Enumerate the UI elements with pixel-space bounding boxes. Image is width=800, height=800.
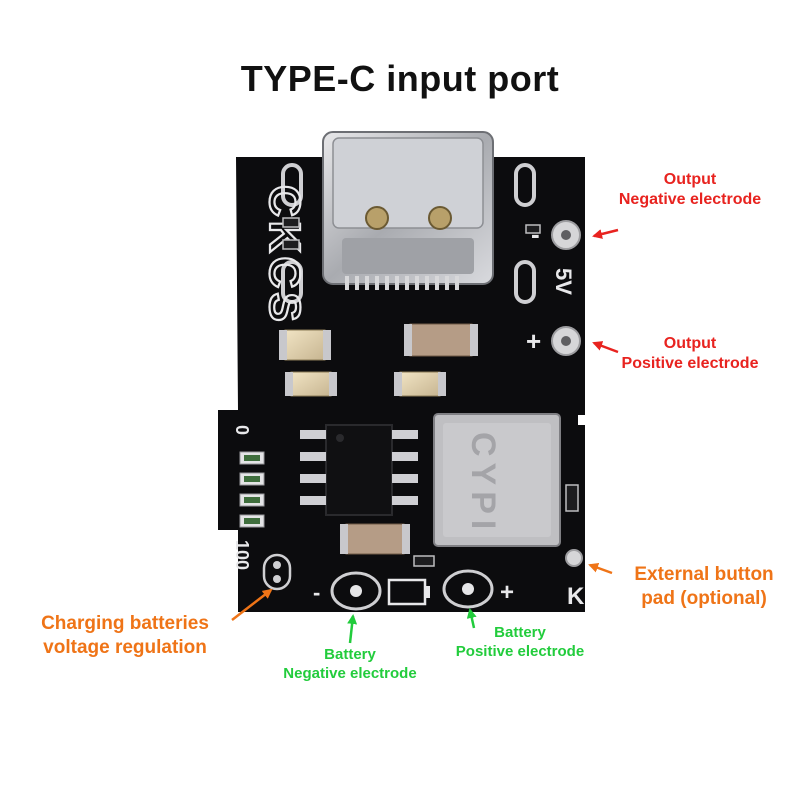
arrow-charging xyxy=(231,588,273,621)
silk-zero: 0 xyxy=(232,425,252,435)
battery-icon xyxy=(387,578,430,606)
arrow-battery-negative xyxy=(347,614,358,644)
battery-positive-pad xyxy=(442,569,494,609)
label-output-positive-line1: Output xyxy=(663,335,717,352)
button-pad xyxy=(565,549,583,567)
arrow-output-positive xyxy=(592,341,619,354)
capacitor xyxy=(279,329,331,361)
battery-negative-pad xyxy=(330,571,382,611)
label-battery-positive-line2: Positive electrode xyxy=(455,642,585,660)
small-resistors xyxy=(282,217,541,250)
usb-pins xyxy=(345,276,459,290)
arrow-output-negative xyxy=(592,228,619,239)
label-charging: Charging batteries voltage regulation xyxy=(10,612,240,660)
silk-minus-output: - xyxy=(531,219,540,249)
arrow-battery-positive xyxy=(466,608,477,629)
label-charging-line2: voltage regulation xyxy=(43,636,207,658)
label-charging-line1: Charging batteries xyxy=(41,613,209,634)
capacitor xyxy=(404,323,478,357)
page-title: TYPE-C input port xyxy=(240,58,560,99)
output-negative-pad xyxy=(551,220,581,250)
label-output-negative-line2: Negative electrode xyxy=(618,191,762,208)
label-output-positive-line2: Positive electrode xyxy=(621,355,759,372)
silk-plus-battery: + xyxy=(500,579,514,606)
label-external-button-line1: External button xyxy=(634,564,774,585)
label-output-negative-line1: Output xyxy=(663,171,717,188)
capacitor xyxy=(340,523,410,555)
label-output-positive: Output Positive electrode xyxy=(590,334,790,374)
silk-plus-output: + xyxy=(526,326,541,356)
inductor-marking: CYPI xyxy=(464,432,502,535)
label-battery-negative-line2: Negative electrode xyxy=(283,664,417,682)
label-output-negative: Output Negative electrode xyxy=(590,170,790,210)
label-battery-negative: Battery Negative electrode xyxy=(262,646,438,684)
silk-hundred: 100 xyxy=(232,540,252,570)
label-battery-positive: Battery Positive electrode xyxy=(432,624,608,662)
small-resistor xyxy=(413,484,579,567)
capacitor xyxy=(285,371,337,397)
mounting-slots xyxy=(281,163,536,304)
inductor: CYPI xyxy=(433,413,561,547)
output-positive-pad xyxy=(551,326,581,356)
label-battery-positive-line1: Battery xyxy=(494,624,546,641)
label-external-button: External button pad (optional) xyxy=(612,563,796,611)
silk-minus-battery: - xyxy=(313,580,320,605)
silk-k: K xyxy=(567,583,585,610)
battery-leds xyxy=(239,451,265,528)
capacitor xyxy=(394,371,446,397)
voltage-jumper-pad xyxy=(262,553,292,591)
brand-silkscreen: CKCS xyxy=(260,185,309,326)
arrow-external-button xyxy=(588,563,613,575)
usb-type-c-connector xyxy=(322,131,494,285)
silk-5v: 5V xyxy=(551,268,576,295)
ic-chip xyxy=(300,424,418,516)
label-external-button-line2: pad (optional) xyxy=(641,587,767,609)
label-battery-negative-line1: Battery xyxy=(324,646,376,663)
